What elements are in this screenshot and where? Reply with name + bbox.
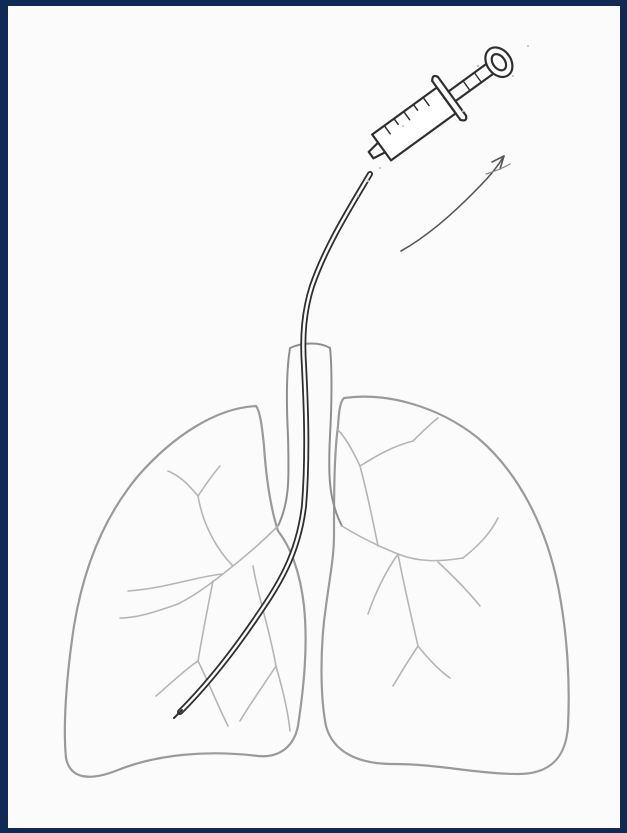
left-lung bbox=[65, 406, 306, 777]
drawing-sheet bbox=[8, 6, 620, 828]
direction-arrow-icon bbox=[401, 156, 510, 251]
syringe-icon bbox=[355, 33, 524, 177]
catheter-tube bbox=[174, 174, 370, 718]
right-lung bbox=[322, 397, 569, 774]
trachea bbox=[278, 344, 342, 527]
lungs-catheter-diagram bbox=[8, 6, 620, 828]
bronchial-tree bbox=[120, 418, 498, 731]
